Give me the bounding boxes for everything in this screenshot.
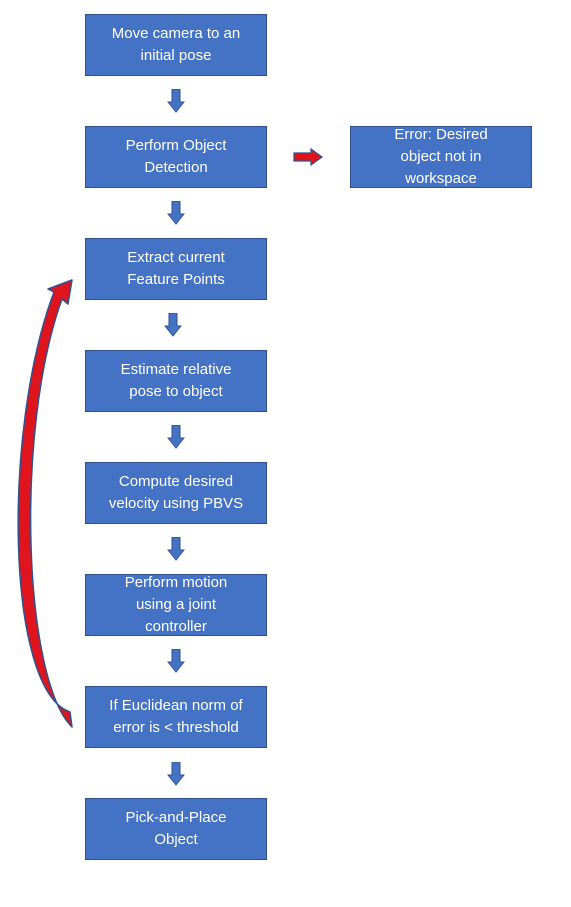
down-arrow-4 <box>167 425 185 449</box>
error-arrow <box>293 148 323 166</box>
step-estimate-pose: Estimate relative pose to object <box>85 350 267 412</box>
down-arrow-3 <box>164 313 182 337</box>
step-move-camera: Move camera to an initial pose <box>85 14 267 76</box>
step-compute-velocity: Compute desired velocity using PBVS <box>85 462 267 524</box>
step-check-threshold: If Euclidean norm of error is < threshol… <box>85 686 267 748</box>
down-arrow-2 <box>167 201 185 225</box>
step-object-detection: Perform Object Detection <box>85 126 267 188</box>
down-arrow-1 <box>167 89 185 113</box>
step-perform-motion: Perform motion using a joint controller <box>85 574 267 636</box>
error-box: Error: Desired object not in workspace <box>350 126 532 188</box>
down-arrow-5 <box>167 537 185 561</box>
step-pick-and-place: Pick-and-Place Object <box>85 798 267 860</box>
down-arrow-6 <box>167 649 185 673</box>
step-extract-features: Extract current Feature Points <box>85 238 267 300</box>
down-arrow-7 <box>167 762 185 786</box>
